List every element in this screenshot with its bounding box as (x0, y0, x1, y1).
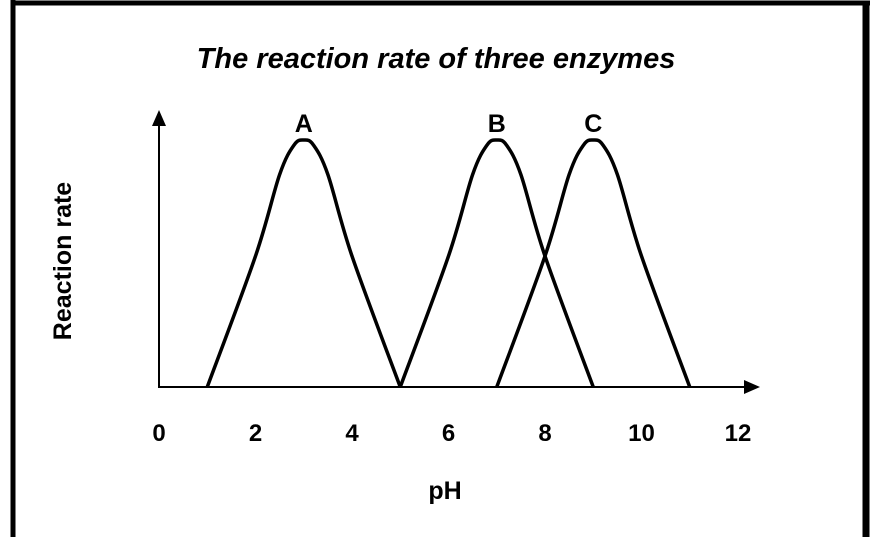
x-tick-label: 10 (628, 420, 655, 447)
series-label-a: A (295, 110, 313, 138)
x-axis-arrow-icon (744, 380, 760, 394)
x-tick-labels: 0 2 4 6 8 10 12 (152, 420, 751, 447)
y-axis-label: Reaction rate (49, 182, 77, 340)
x-tick-label: 4 (345, 420, 359, 447)
x-tick-label: 6 (442, 420, 455, 447)
y-axis-arrow-icon (152, 110, 166, 126)
x-tick-label: 8 (538, 420, 551, 447)
series-label-b: B (488, 110, 506, 138)
series-label-c: C (584, 110, 602, 138)
series-curve-a (205, 138, 402, 388)
x-tick-label: 0 (152, 420, 165, 447)
x-tick-label: 12 (725, 420, 752, 447)
series-curve-b (398, 138, 595, 388)
chart-title: The reaction rate of three enzymes (197, 43, 676, 75)
series-labels: A B C (295, 110, 603, 138)
x-axis-label: pH (428, 477, 461, 505)
series-curves (205, 138, 692, 388)
series-curve-c (495, 138, 692, 388)
x-tick-label: 2 (249, 420, 262, 447)
